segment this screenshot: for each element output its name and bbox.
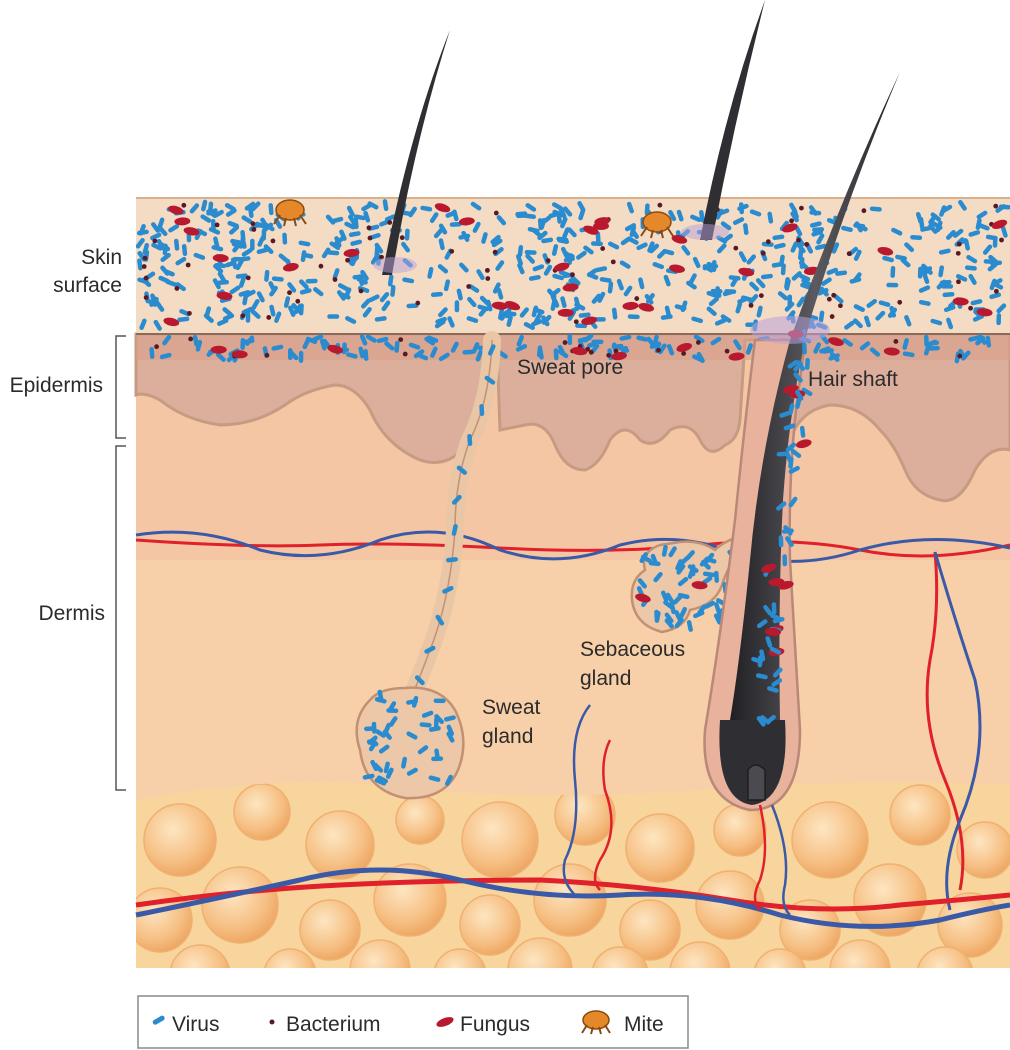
dermis-bracket [115,445,126,791]
bacterium-legend-label: Bacterium [286,1013,381,1036]
sweat-pore-label: Sweat pore [517,356,623,379]
bacterium-legend-icon [269,1019,275,1025]
skin-surface-label-line2: surface [53,274,122,297]
dermis-label: Dermis [39,602,106,625]
sebaceous-gland-label-line1: Sebaceous [580,638,685,661]
sebaceous-gland-label-line2: gland [580,667,631,690]
sebaceous-gland [630,533,747,634]
virus-legend-icon [152,1015,165,1025]
artery-descending [925,551,965,891]
fungus-legend-icon [436,1017,454,1027]
hair-small-right [700,0,765,240]
sweat-gland-label-line2: gland [482,725,533,748]
hair-papilla [747,764,766,801]
vein-upper [135,530,1010,563]
hair-small-right-glow [681,224,729,240]
sweat-gland-label-line1: Sweat [482,696,541,719]
hair-shaft-microbes [751,329,813,727]
legend: Virus Bacterium Fungus Mite [137,995,689,1049]
hair-small-left-glow [373,257,417,273]
sweat-duct-microbes [414,344,496,686]
capillary-vein [562,704,791,916]
skin-surface-label-line1: Skin [81,246,122,269]
hair-bulb [719,720,786,805]
fungus-legend-label: Fungus [460,1013,530,1036]
mite-legend-label: Mite [624,1013,664,1036]
sweat-gland-microbes [362,689,456,786]
mite-2 [640,211,674,239]
artery-upper [135,538,1010,558]
fat-cells [136,783,1010,968]
epidermis-bracket [115,335,126,439]
hair-small-left [382,30,450,275]
hair-pore-glow [750,316,830,344]
vein-lower [135,867,1010,929]
capillary-artery [593,739,767,911]
mite-legend-icon [581,1010,611,1035]
epidermis-label: Epidermis [10,374,103,397]
mite-1 [273,199,307,227]
hair-shaft-label: Hair shaft [808,368,898,391]
surface-microbes [136,199,1010,332]
artery-lower [135,877,1010,912]
hair-shaft-large [730,72,900,720]
vein-descending [933,551,982,911]
virus-legend-label: Virus [172,1013,219,1036]
